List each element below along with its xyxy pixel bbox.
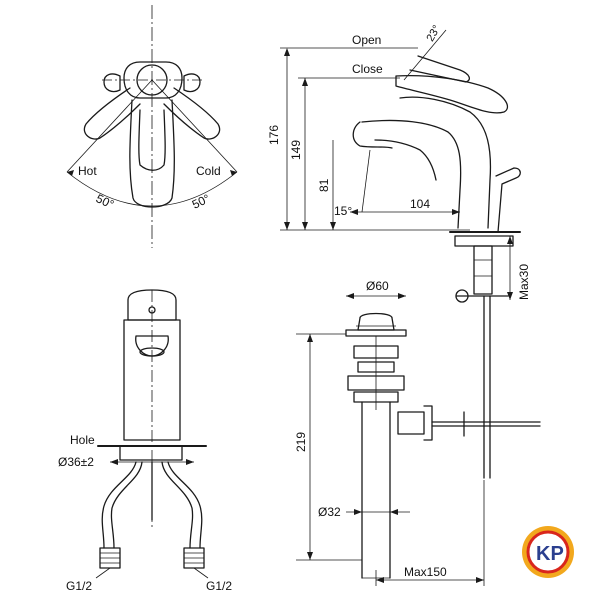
hot-label: Hot [78,164,97,178]
close-label: Close [352,62,383,76]
g12-left-label: G1/2 [66,579,92,593]
open-label: Open [352,33,381,47]
dim-176: 176 [267,125,281,145]
dia32-label: Ø32 [318,505,341,519]
dim-219-label: 219 [294,432,308,452]
angle-15-label: 15° [334,204,352,218]
dim-104: 104 [410,197,430,211]
max30-label: Max30 [517,264,531,300]
dim-81: 81 [317,178,331,192]
popup-drain: Ø60 219 Ø32 [294,279,541,586]
top-view-handle: Hot Cold 50° 50° [66,5,238,248]
front-view-faucet: Hole Ø36±2 G1/2 G1/2 [58,289,232,593]
hot-angle-label: 50° [94,191,117,211]
dia60-label: Ø60 [366,279,389,293]
hole-diameter-label: Ø36±2 [58,455,94,469]
dim-149: 149 [289,140,303,160]
brand-logo: KP [522,526,574,578]
cold-angle-label: 50° [190,191,213,211]
g12-right-label: G1/2 [206,579,232,593]
cold-label: Cold [196,164,221,178]
side-view-faucet: 176 149 81 Open Close 23° 15° 104 [267,23,531,303]
angle-23-label: 23° [424,23,443,43]
svg-text:KP: KP [536,543,564,565]
hole-label: Hole [70,433,95,447]
max150-label: Max150 [404,565,447,579]
